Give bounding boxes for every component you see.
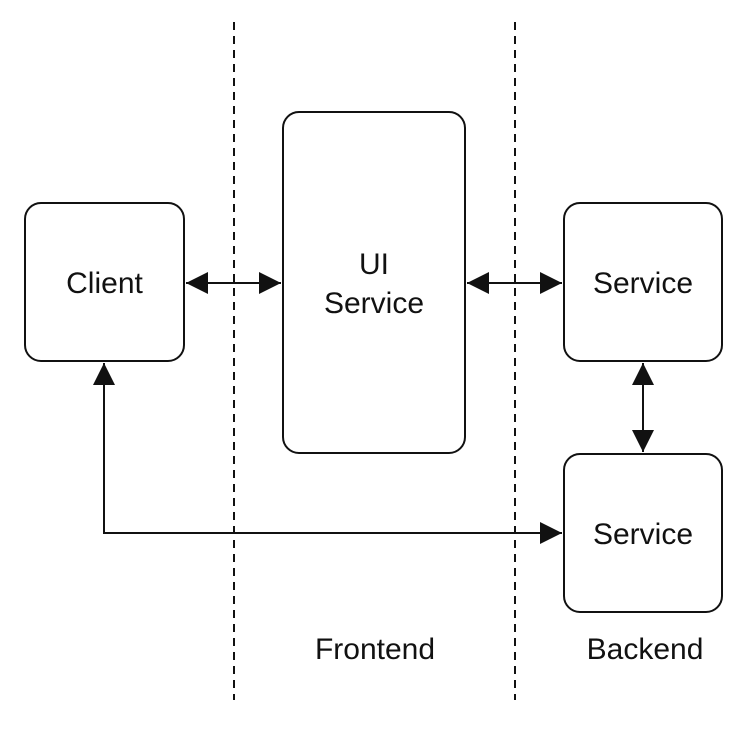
client-node: Client	[24, 202, 185, 362]
service-bottom-node: Service	[563, 453, 723, 613]
service-bottom-label: Service	[593, 518, 693, 551]
frontend-zone-label: Frontend	[315, 633, 435, 666]
backend-zone-label: Backend	[587, 633, 704, 666]
service-top-node: Service	[563, 202, 723, 362]
edge-client-service-bottom	[93, 363, 562, 544]
ui-service-label-line2: Service	[324, 287, 424, 320]
client-label: Client	[66, 267, 143, 300]
service-top-label: Service	[593, 267, 693, 300]
ui-service-node: UI Service	[282, 111, 466, 454]
ui-service-label-line1: UI	[359, 248, 389, 281]
